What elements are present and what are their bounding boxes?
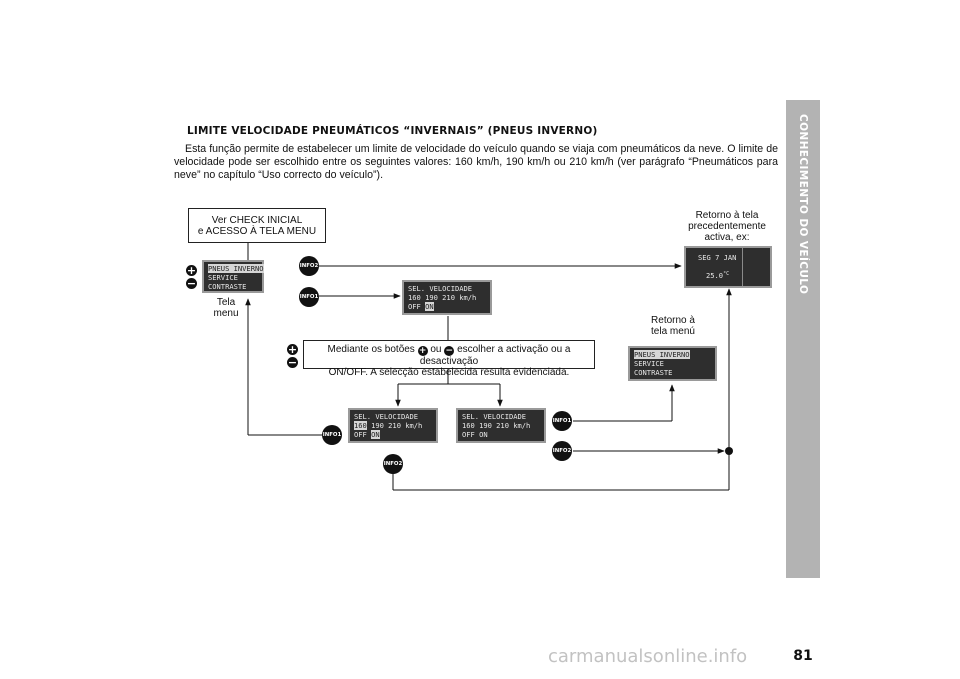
section-title: CONHECIMENTO DO VEÍCULO bbox=[797, 114, 809, 295]
info1-button-icon: INFO1 bbox=[322, 425, 342, 445]
sel-title: SEL. VELOCIDADE bbox=[408, 284, 473, 293]
instr-part2: ou bbox=[430, 344, 442, 355]
plus-icon: + bbox=[287, 343, 298, 356]
sel-off: OFF bbox=[354, 429, 372, 439]
sel-on-highlight: ON bbox=[371, 429, 380, 439]
sel-speeds-rest: 190 210 km/h bbox=[366, 420, 423, 430]
instruction-box: Mediante os botões + ou − escolher a act… bbox=[303, 340, 595, 378]
page-number: 81 bbox=[793, 648, 813, 664]
check-box-line1: Ver CHECK INICIAL bbox=[211, 215, 303, 226]
temp-unit: °C bbox=[723, 271, 730, 277]
speed-select-display-off: SEL. VELOCIDADE 160 190 210 km/h OFF ON bbox=[456, 408, 546, 443]
info2-button-icon: INFO2 bbox=[383, 454, 403, 474]
tela-menu-label-line1: Tela bbox=[216, 297, 236, 308]
date-temp-display: SEG 7 JAN 25.0°C bbox=[684, 246, 772, 288]
tela-menu-label: Tela menu bbox=[206, 297, 246, 319]
menu-item-contraste: CONTRASTE bbox=[634, 367, 673, 377]
sel-speeds: 160 190 210 km/h bbox=[462, 420, 531, 430]
check-box-line2: e ACESSO À TELA MENU bbox=[197, 226, 317, 237]
menu-display-return: PNEUS INVERNO SERVICE CONTRASTE bbox=[628, 346, 717, 381]
section-heading: LIMITE VELOCIDADE PNEUMÁTICOS “INVERNAIS… bbox=[187, 125, 598, 137]
menu-item-contraste: CONTRASTE bbox=[208, 281, 247, 291]
junction-dot bbox=[725, 447, 733, 455]
sel-on-highlight: ON bbox=[425, 301, 434, 311]
plus-icon: + bbox=[186, 264, 197, 277]
menu-item-service: SERVICE bbox=[208, 272, 238, 282]
section-side-tab: CONHECIMENTO DO VEÍCULO 81 bbox=[786, 100, 820, 664]
menu-item-service: SERVICE bbox=[634, 358, 664, 368]
sel-off-on: OFF ON bbox=[462, 429, 488, 439]
sel-title: SEL. VELOCIDADE bbox=[462, 412, 527, 421]
instr-part1: Mediante os botões bbox=[327, 344, 415, 355]
retorno-menu-line2: tela menú bbox=[651, 326, 695, 337]
menu-item-pneus-inverno: PNEUS INVERNO bbox=[634, 350, 690, 359]
speed-select-display-160: SEL. VELOCIDADE 160 190 210 km/h OFF ON bbox=[348, 408, 438, 443]
plus-icon: + bbox=[417, 346, 428, 356]
menu-item-pneus-inverno: PNEUS INVERNO bbox=[208, 264, 264, 273]
info2-button-icon: INFO2 bbox=[299, 256, 319, 276]
retorno-menu-line1: Retorno à bbox=[651, 315, 695, 326]
info1-button-icon: INFO1 bbox=[299, 287, 319, 307]
display-divider bbox=[742, 248, 743, 286]
minus-icon: − bbox=[444, 346, 455, 356]
temp-value: 25.0 bbox=[706, 271, 724, 280]
retorno-prev-line2: precedentemente bbox=[688, 221, 766, 232]
display-temp: 25.0°C bbox=[706, 270, 729, 281]
sel-off: OFF bbox=[408, 301, 426, 311]
watermark: carmanualsonline.info bbox=[548, 646, 748, 667]
info2-button-icon: INFO2 bbox=[552, 441, 572, 461]
info1-button-icon: INFO1 bbox=[552, 411, 572, 431]
minus-icon: − bbox=[287, 356, 298, 369]
instr-part3: escolher a activação ou a desactivação bbox=[419, 344, 571, 367]
sel-title: SEL. VELOCIDADE bbox=[354, 412, 419, 421]
return-menu-label: Retorno à tela menú bbox=[648, 315, 698, 337]
speed-select-display: SEL. VELOCIDADE 160 190 210 km/h OFF ON bbox=[402, 280, 492, 315]
display-date: SEG 7 JAN bbox=[698, 253, 737, 262]
body-paragraph: Esta função permite de estabelecer um li… bbox=[174, 143, 778, 182]
sel-160-highlight: 160 bbox=[354, 420, 367, 430]
menu-display: PNEUS INVERNO SERVICE CONTRASTE bbox=[202, 260, 264, 293]
check-initial-box: Ver CHECK INICIAL e ACESSO À TELA MENU bbox=[188, 208, 326, 243]
tela-menu-label-line2: menu bbox=[213, 308, 239, 319]
minus-icon: − bbox=[186, 277, 197, 290]
instr-line2: ON/OFF. A selecção estabelecida resulta … bbox=[328, 367, 570, 378]
return-previous-label: Retorno à tela precedentemente activa, e… bbox=[672, 210, 782, 243]
retorno-prev-line3: activa, ex: bbox=[704, 232, 750, 243]
retorno-prev-line1: Retorno à tela bbox=[695, 210, 759, 221]
sel-speeds: 160 190 210 km/h bbox=[408, 292, 477, 302]
